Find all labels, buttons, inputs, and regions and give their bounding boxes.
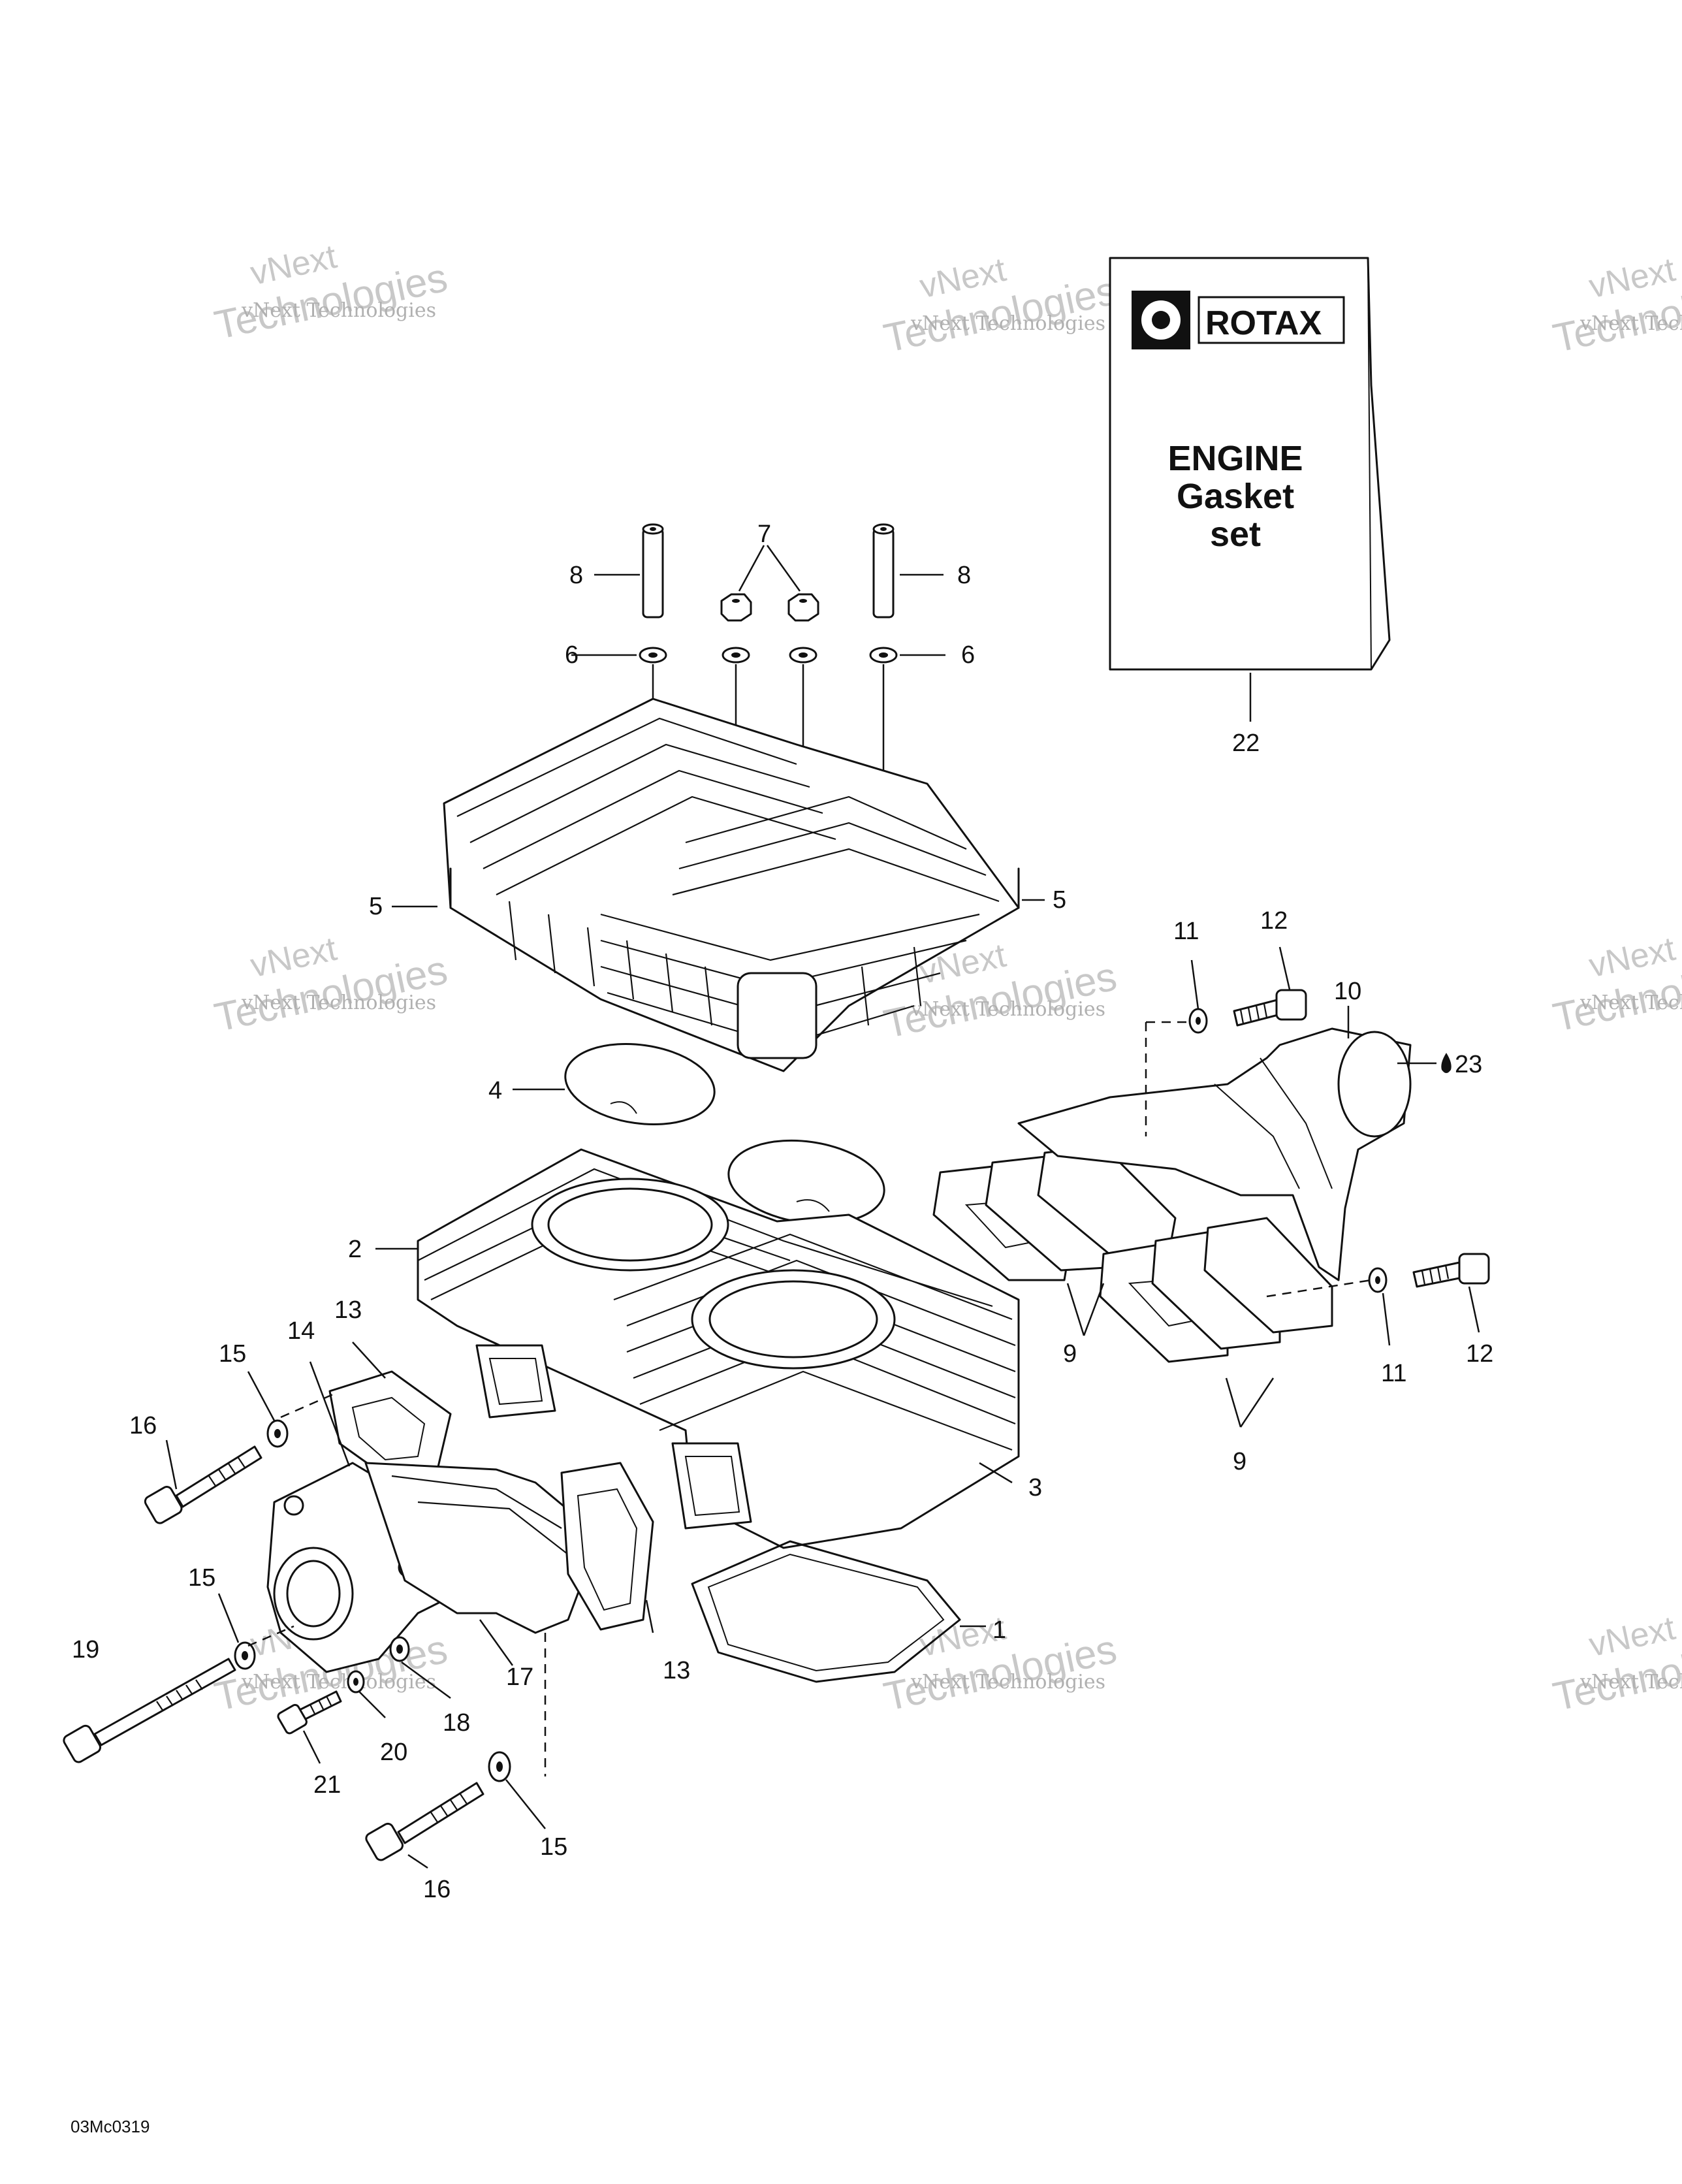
callout-16-upper: 16 [129, 1412, 157, 1439]
callout-labels: 1 2 3 4 5 5 6 6 7 8 8 9 9 10 11 11 12 12… [72, 521, 1493, 1903]
gasket-title-line3: set [1210, 515, 1261, 554]
callout-5-right: 5 [1053, 886, 1066, 914]
washer-15-upper [266, 1419, 289, 1448]
cylinder-block [417, 1148, 1020, 1549]
callout-9-upper: 9 [1063, 1340, 1077, 1368]
washer-15-lower [488, 1751, 511, 1782]
watermark-low-center: vNext Technologies vNext Technologies [880, 1609, 1120, 1720]
exhaust-manifold [1017, 1027, 1412, 1281]
callout-2: 2 [348, 1236, 362, 1263]
svg-text:vNext Technologies: vNext Technologies [241, 299, 436, 322]
exhaust-gaskets-upper [932, 1145, 1177, 1281]
head-gasket-ring-1 [564, 1042, 716, 1126]
callout-6-right: 6 [961, 641, 975, 669]
gasket-title-line2: Gasket [1177, 477, 1294, 516]
callout-15-upper: 15 [219, 1340, 246, 1368]
svg-text:vNext Technologies: vNext Technologies [241, 1671, 436, 1694]
oil-drop-icon [1441, 1053, 1452, 1073]
callout-15-middle: 15 [188, 1564, 215, 1592]
watermark-mid-right: vNext Technologies vNext Technologies [1549, 930, 1682, 1040]
callout-8-right: 8 [957, 562, 971, 589]
washer-18 [389, 1636, 410, 1662]
svg-text:vNext Technologies: vNext Technologies [910, 1671, 1105, 1694]
watermark-low-right: vNext Technologies vNext Technologies [1549, 1609, 1682, 1720]
bolt-16-upper [144, 1445, 262, 1524]
stud-left [642, 523, 664, 618]
washer-11-lower [1368, 1267, 1388, 1293]
figure-code: 03Mc0319 [71, 2117, 150, 2136]
callout-21: 21 [313, 1771, 341, 1799]
callout-17: 17 [506, 1663, 533, 1691]
washer-15-middle [234, 1641, 256, 1670]
bolt-12-lower [1412, 1253, 1490, 1288]
bolt-12-upper [1233, 989, 1307, 1027]
callout-19: 19 [72, 1636, 99, 1663]
svg-text:vNext Technologies: vNext Technologies [1579, 991, 1682, 1014]
callout-16-lower: 16 [423, 1876, 451, 1903]
callout-12-upper: 12 [1260, 907, 1288, 935]
bolt-19 [63, 1658, 236, 1763]
callout-5-left: 5 [369, 893, 383, 920]
gasket-set-box: ROTAX ENGINE Gasket set [1109, 257, 1391, 671]
watermark-mid-left: vNext Technologies vNext Technologies [211, 930, 451, 1040]
svg-text:vNext Technologies: vNext Technologies [241, 991, 436, 1014]
callout-9-lower: 9 [1233, 1448, 1246, 1475]
svg-text:vNext Technologies: vNext Technologies [1579, 312, 1682, 335]
callout-14: 14 [287, 1317, 315, 1345]
watermark-top-left: vNext Technologies vNext Technologies [211, 238, 451, 348]
callout-13-lower: 13 [663, 1657, 690, 1684]
callout-3: 3 [1028, 1474, 1042, 1502]
screw-21 [277, 1690, 342, 1735]
cylinder-head [443, 698, 1020, 1072]
callout-1: 1 [992, 1616, 1006, 1644]
callout-23: 23 [1455, 1051, 1482, 1078]
base-gasket [691, 1540, 961, 1683]
stud-right [872, 523, 895, 618]
svg-text:vNext Technologies: vNext Technologies [910, 312, 1105, 335]
washer-20 [347, 1670, 365, 1694]
callout-15-lower: 15 [540, 1833, 567, 1861]
callout-7: 7 [757, 521, 771, 548]
intake-manifold-17 [364, 1462, 589, 1634]
svg-text:vNext Technologies: vNext Technologies [1579, 1671, 1682, 1694]
callout-11-upper: 11 [1173, 918, 1199, 945]
callout-10: 10 [1334, 978, 1361, 1005]
rotax-logo: ROTAX [1132, 291, 1345, 349]
nut-right [787, 593, 819, 622]
callout-12-lower: 12 [1466, 1340, 1493, 1368]
callout-18: 18 [443, 1709, 470, 1737]
callout-22: 22 [1232, 730, 1260, 757]
svg-text:vNext Technologies: vNext Technologies [910, 998, 1105, 1021]
callout-11-lower: 11 [1381, 1360, 1406, 1387]
intake-gasket-13-lower [560, 1462, 654, 1631]
callout-13-upper: 13 [334, 1296, 362, 1324]
gasket-title-line1: ENGINE [1167, 439, 1303, 478]
watermark-top-right: vNext Technologies vNext Technologies [1549, 251, 1682, 361]
callout-20: 20 [380, 1739, 407, 1766]
exhaust-gaskets-lower [1099, 1217, 1333, 1363]
nut-left [720, 593, 752, 622]
callout-8-left: 8 [569, 562, 583, 589]
callout-6-left: 6 [565, 641, 579, 669]
rotax-brand-text: ROTAX [1205, 304, 1322, 342]
washer-11-upper [1188, 1008, 1208, 1034]
washers-row [639, 647, 898, 664]
callout-4: 4 [488, 1077, 502, 1104]
watermark-top-center: vNext Technologies vNext Technologies [880, 251, 1120, 361]
bolt-16-lower [365, 1782, 484, 1861]
